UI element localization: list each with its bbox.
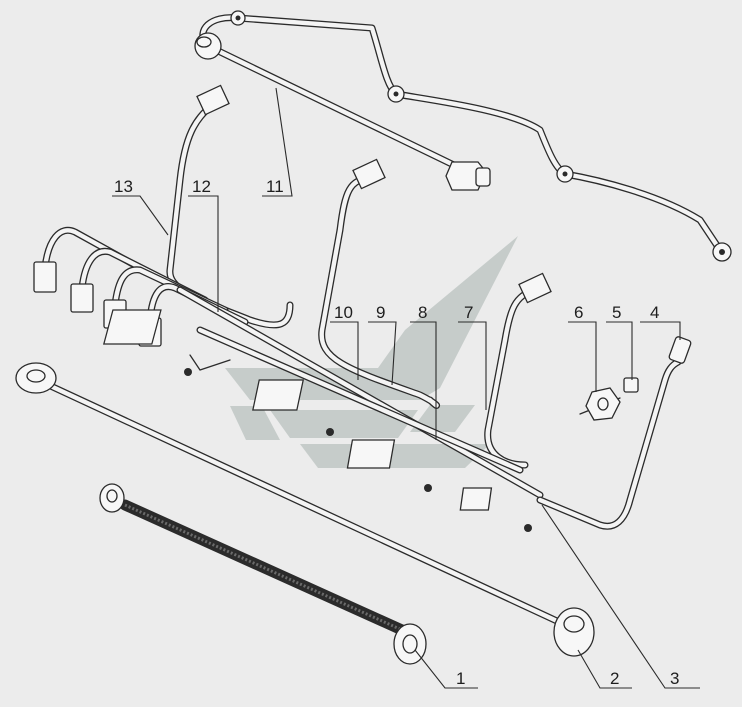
callout-6: 6 <box>574 303 583 322</box>
threaded-rod <box>99 483 427 665</box>
leader-lines <box>112 87 700 689</box>
callout-labels: 1 2 3 4 5 6 7 8 9 10 11 12 13 <box>114 177 679 688</box>
long-tie-bar <box>15 362 595 657</box>
callout-7: 7 <box>464 303 473 322</box>
callout-12: 12 <box>192 177 211 196</box>
leak-off-line <box>194 10 732 262</box>
callout-11: 11 <box>266 177 284 196</box>
callout-4: 4 <box>650 303 659 322</box>
callout-2: 2 <box>610 669 619 688</box>
callout-13: 13 <box>114 177 133 196</box>
callout-10: 10 <box>334 303 353 322</box>
callout-8: 8 <box>418 303 427 322</box>
callout-3: 3 <box>670 669 679 688</box>
high-pressure-pipes <box>41 101 682 530</box>
callout-5: 5 <box>612 303 621 322</box>
watermark-logo-icon <box>225 236 518 468</box>
callout-9: 9 <box>376 303 385 322</box>
pipe-clamps <box>103 309 532 532</box>
callout-1: 1 <box>456 669 465 688</box>
small-fittings <box>579 336 692 421</box>
